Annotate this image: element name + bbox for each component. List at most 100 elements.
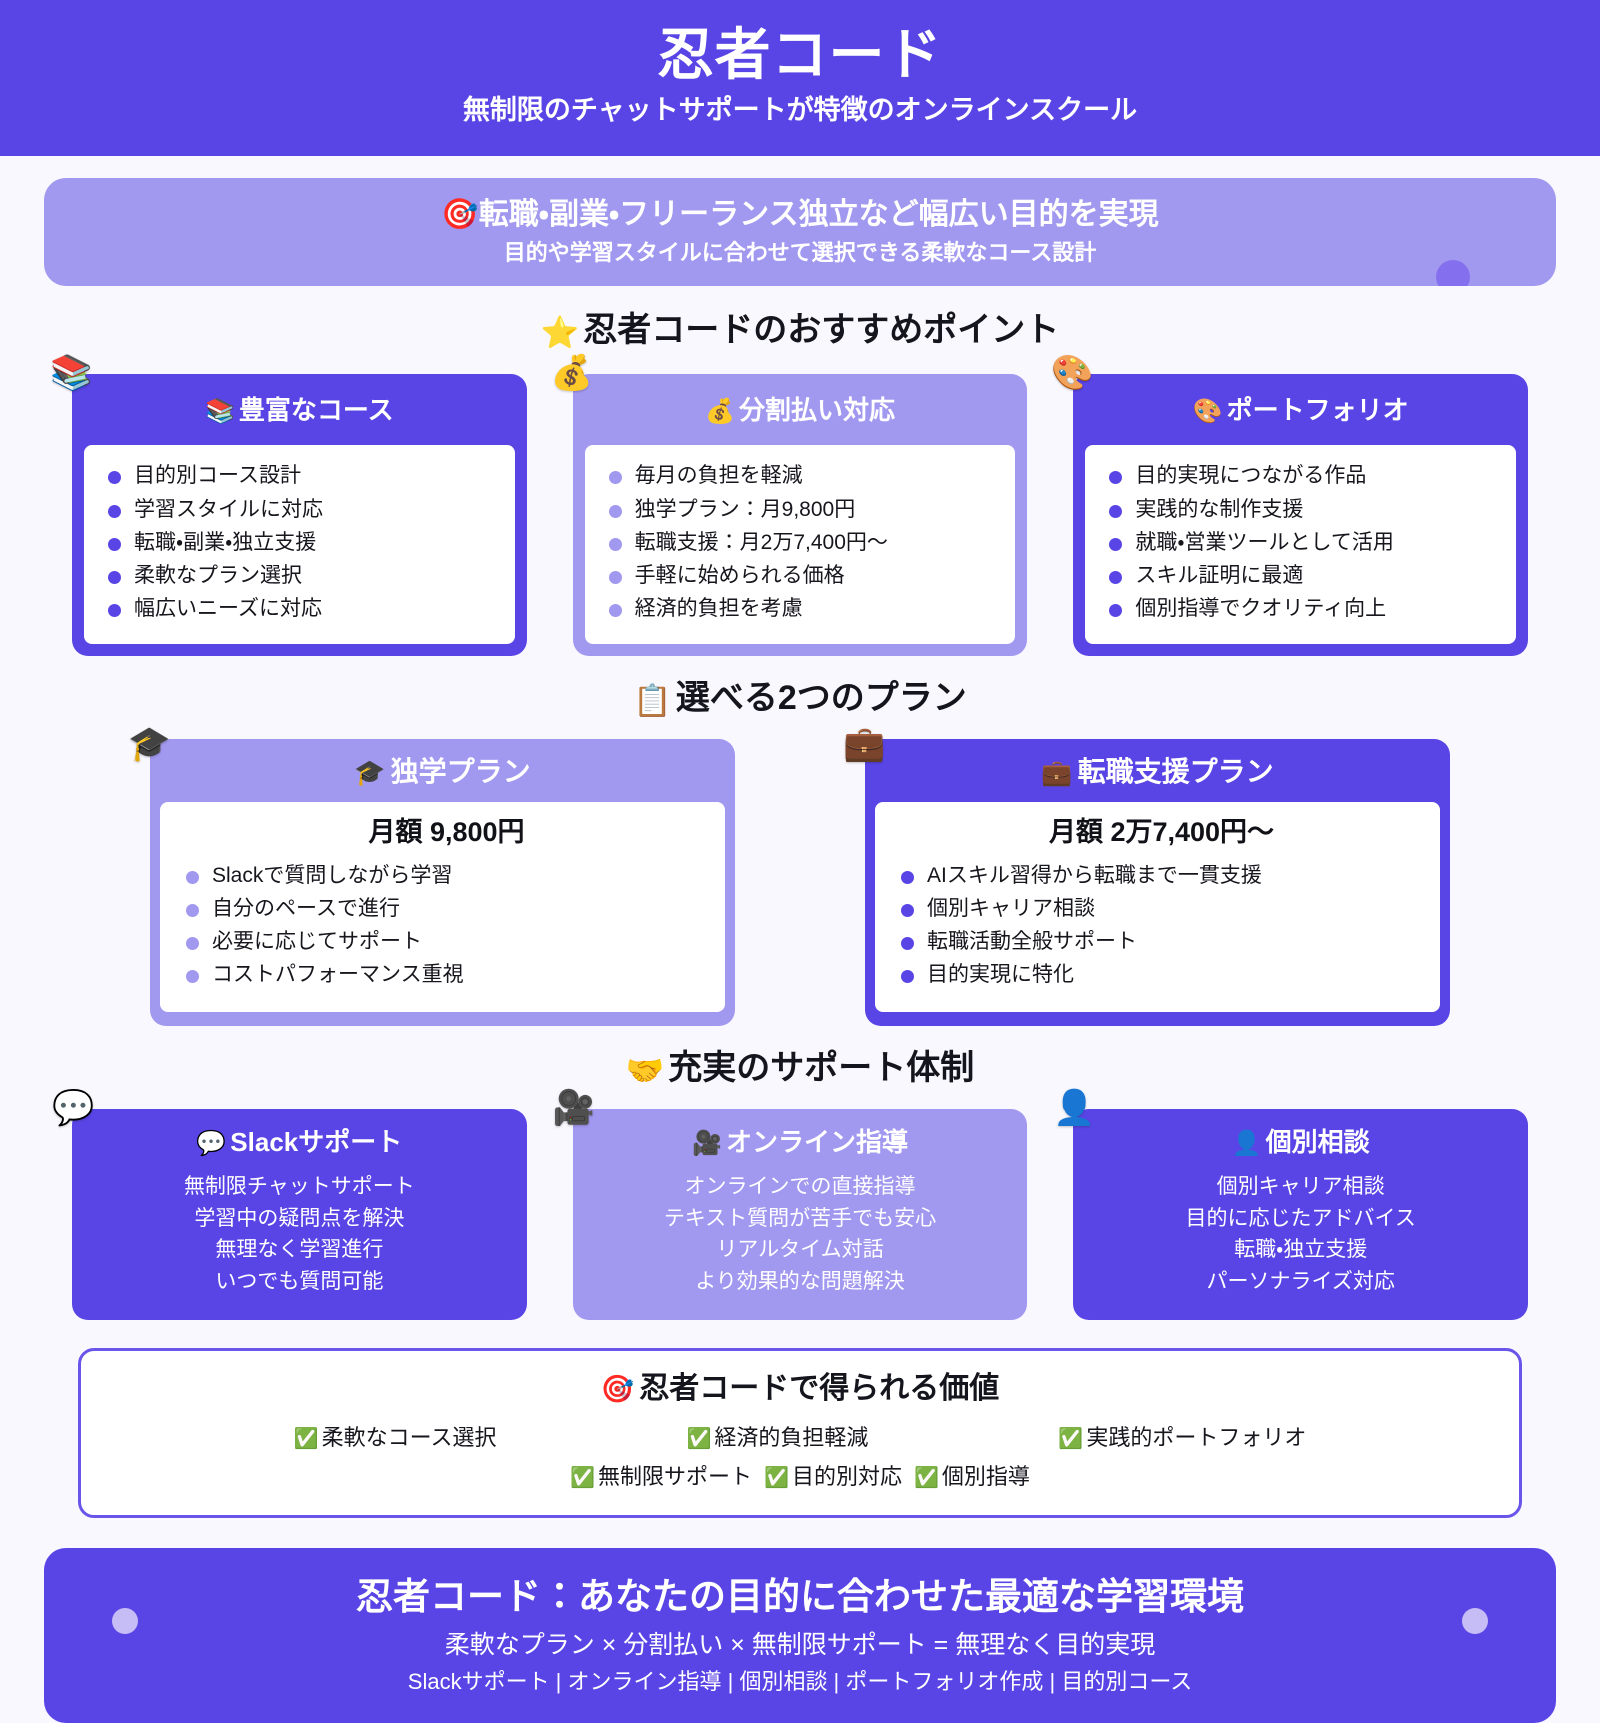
support-line: テキスト質問が苦手でも安心 <box>663 1206 937 1230</box>
list-item: 目的別コース設計 <box>104 461 499 491</box>
support-line: いつでも質問可能 <box>215 1270 384 1294</box>
point-card-installments: 💰 💰分割払い対応 毎月の負担を軽減 独学プラン：月9,800円 転職支援：月2… <box>551 356 1028 656</box>
point-card-body: 毎月の負担を軽減 独学プラン：月9,800円 転職支援：月2万7,400円〜 手… <box>584 445 1016 644</box>
plans-section: 📋選べる2つのプラン 🎓 🎓独学プラン 月額 9,800円 Slackで質問しな… <box>0 678 1600 1026</box>
list-item: AIスキル習得から転職まで一貫支援 <box>897 861 1426 891</box>
value-item: ✅実践的ポートフォリオ <box>1058 1421 1306 1454</box>
support-line: 無制限チャットサポート <box>183 1174 415 1198</box>
decorative-circle <box>1436 260 1470 287</box>
purpose-banner: 🎯転職・副業・フリーランス独立など幅広い目的を実現 目的や学習スタイルに合わせて… <box>44 178 1556 287</box>
point-card-title-text: 分割払い対応 <box>738 394 895 425</box>
artist-palette-title-icon: 🎨 <box>1192 397 1223 425</box>
plan-feature-list: AIスキル習得から転職まで一貫支援 個別キャリア相談 転職活動全般サポート 目的… <box>897 861 1426 991</box>
value-box: 🎯忍者コードで得られる価値 ✅柔軟なコース選択 ✅経済的負担軽減 ✅実践的ポート… <box>78 1348 1522 1519</box>
value-item: ✅目的別対応 <box>764 1460 902 1493</box>
support-card-slack: 💬 💬Slackサポート 無制限チャットサポート 学習中の疑問点を解決 無理なく… <box>52 1091 527 1321</box>
books-title-icon: 📚 <box>205 397 235 425</box>
support-card-row: 💬 💬Slackサポート 無制限チャットサポート 学習中の疑問点を解決 無理なく… <box>0 1091 1600 1321</box>
footer-banner: 忍者コード：あなたの目的に合わせた最適な学習環境 柔軟なプラン × 分割払い ×… <box>44 1548 1556 1723</box>
point-card-title: 🎨ポートフォリオ <box>1073 374 1528 446</box>
support-line: より効果的な問題解決 <box>695 1270 905 1294</box>
plan-title: 🎓独学プラン <box>150 739 735 803</box>
plans-heading-text: 選べる2つのプラン <box>675 678 967 717</box>
bust-in-silhouette-icon: 👤 <box>1053 1088 1096 1127</box>
support-heading-text: 充実のサポート体制 <box>668 1048 975 1087</box>
value-section: 🎯忍者コードで得られる価値 ✅柔軟なコース選択 ✅経済的負担軽減 ✅実践的ポート… <box>0 1348 1600 1519</box>
support-line: 転職・独立支援 <box>1234 1238 1368 1262</box>
value-item-text: 目的別対応 <box>791 1464 902 1490</box>
value-item: ✅柔軟なコース選択 <box>294 1421 497 1454</box>
movie-camera-icon: 🎥 <box>552 1088 596 1127</box>
banner-title: 🎯転職・副業・フリーランス独立など幅広い目的を実現 <box>74 196 1526 234</box>
footer-services: Slackサポート | オンライン指導 | 個別相談 | ポートフォリオ作成 |… <box>407 1668 1193 1694</box>
footer-section: 忍者コード：あなたの目的に合わせた最適な学習環境 柔軟なプラン × 分割払い ×… <box>0 1518 1600 1723</box>
value-item: ✅経済的負担軽減 <box>686 1421 868 1454</box>
list-item: 個別指導でクオリティ向上 <box>1105 594 1500 624</box>
value-item-text: 個別指導 <box>941 1464 1030 1490</box>
list-item: 転職支援：月2万7,400円〜 <box>605 528 1000 558</box>
point-card-portfolio: 🎨 🎨ポートフォリオ 目的実現につながる作品 実践的な制作支援 就職・営業ツール… <box>1051 356 1529 656</box>
list-item: 自分のペースで進行 <box>182 894 711 924</box>
plan-card-self-study: 🎓 🎓独学プラン 月額 9,800円 Slackで質問しながら学習 自分のペース… <box>128 727 735 1026</box>
support-line: 目的に応じたアドバイス <box>1185 1206 1416 1230</box>
value-row-primary: ✅柔軟なコース選択 ✅経済的負担軽減 ✅実践的ポートフォリオ <box>105 1421 1495 1454</box>
graduation-cap-title-icon: 🎓 <box>354 758 386 787</box>
check-mark-button-icon: ✅ <box>570 1467 596 1490</box>
check-mark-button-icon: ✅ <box>913 1467 939 1490</box>
plan-price: 月額 9,800円 <box>368 817 525 848</box>
movie-camera-title-icon: 🎥 <box>692 1129 722 1157</box>
point-card-body: 目的別コース設計 学習スタイルに対応 転職・副業・独立支援 柔軟なプラン選択 幅… <box>84 445 515 644</box>
direct-hit-value-icon: 🎯 <box>600 1374 635 1405</box>
page-subtitle: 無制限のチャットサポートが特徴のオンラインスクール <box>462 95 1138 126</box>
list-item: スキル証明に最適 <box>1105 561 1500 591</box>
speech-balloon-icon: 💬 <box>52 1088 95 1127</box>
check-mark-button-icon: ✅ <box>764 1467 789 1490</box>
support-card-title: 👤個別相談 <box>1091 1127 1510 1159</box>
list-item: 手軽に始められる価格 <box>605 561 1000 591</box>
check-mark-button-icon: ✅ <box>1058 1428 1084 1451</box>
check-mark-button-icon: ✅ <box>686 1428 712 1451</box>
plan-title-text: 転職支援プラン <box>1077 755 1274 787</box>
money-bag-icon: 💰 <box>550 353 594 392</box>
plan-card-career-support: 💼 💼転職支援プラン 月額 2万7,400円〜 AIスキル習得から転職まで一貫支… <box>843 727 1450 1026</box>
support-line: リアルタイム対話 <box>716 1238 884 1262</box>
value-item-text: 実践的ポートフォリオ <box>1086 1425 1307 1451</box>
list-item: 経済的負担を考慮 <box>605 594 1000 624</box>
footer-formula: 柔軟なプラン × 分割払い × 無制限サポート = 無理なく目的実現 <box>444 1631 1156 1660</box>
list-item: 必要に応じてサポート <box>182 927 711 957</box>
plan-price: 月額 2万7,400円〜 <box>1048 817 1275 848</box>
list-item: 柔軟なプラン選択 <box>104 561 499 591</box>
handshake-icon: 🤝 <box>625 1052 665 1088</box>
list-item: 毎月の負担を軽減 <box>605 461 1000 491</box>
star-icon: ⭐ <box>540 315 580 351</box>
points-heading: ⭐忍者コードのおすすめポイント <box>0 310 1600 351</box>
bust-in-silhouette-title-icon: 👤 <box>1231 1129 1262 1157</box>
points-heading-text: 忍者コードのおすすめポイント <box>583 311 1060 350</box>
briefcase-icon: 💼 <box>843 724 886 763</box>
support-card-online-lesson: 🎥 🎥オンライン指導 オンラインでの直接指導 テキスト質問が苦手でも安心 リアル… <box>553 1091 1028 1321</box>
books-icon: 📚 <box>50 353 93 392</box>
speech-balloon-title-icon: 💬 <box>196 1129 227 1157</box>
point-card-title-text: 豊富なコース <box>238 394 394 425</box>
plan-body: 月額 2万7,400円〜 AIスキル習得から転職まで一貫支援 個別キャリア相談 … <box>875 802 1440 1012</box>
money-bag-title-icon: 💰 <box>705 397 735 425</box>
list-item: 学習スタイルに対応 <box>104 495 499 525</box>
banner-subtitle: 目的や学習スタイルに合わせて選択できる柔軟なコース設計 <box>503 239 1097 265</box>
value-row-secondary: ✅無制限サポート ✅目的別対応 ✅個別指導 <box>105 1460 1495 1493</box>
clipboard-icon: 📋 <box>633 682 672 718</box>
value-item: ✅無制限サポート <box>570 1460 752 1493</box>
value-item-text: 無制限サポート <box>598 1464 753 1490</box>
points-card-row: 📚 📚豊富なコース 目的別コース設計 学習スタイルに対応 転職・副業・独立支援 … <box>0 356 1600 656</box>
footer-title: 忍者コード：あなたの目的に合わせた最適な学習環境 <box>356 1576 1244 1618</box>
point-card-list: 毎月の負担を軽減 独学プラン：月9,800円 転職支援：月2万7,400円〜 手… <box>605 461 1000 624</box>
support-line: 無理なく学習進行 <box>215 1238 384 1262</box>
list-item: Slackで質問しながら学習 <box>182 861 711 891</box>
artist-palette-icon: 🎨 <box>1051 353 1094 392</box>
briefcase-title-icon: 💼 <box>1041 758 1073 787</box>
value-item: ✅個別指導 <box>914 1460 1030 1493</box>
point-card-courses: 📚 📚豊富なコース 目的別コース設計 学習スタイルに対応 転職・副業・独立支援 … <box>50 356 527 656</box>
plans-row: 🎓 🎓独学プラン 月額 9,800円 Slackで質問しながら学習 自分のペース… <box>0 727 1600 1026</box>
list-item: 転職・副業・独立支援 <box>104 528 499 558</box>
point-card-body: 目的実現につながる作品 実践的な制作支援 就職・営業ツールとして活用 スキル証明… <box>1085 445 1517 644</box>
support-card-title-text: オンライン指導 <box>725 1126 908 1157</box>
